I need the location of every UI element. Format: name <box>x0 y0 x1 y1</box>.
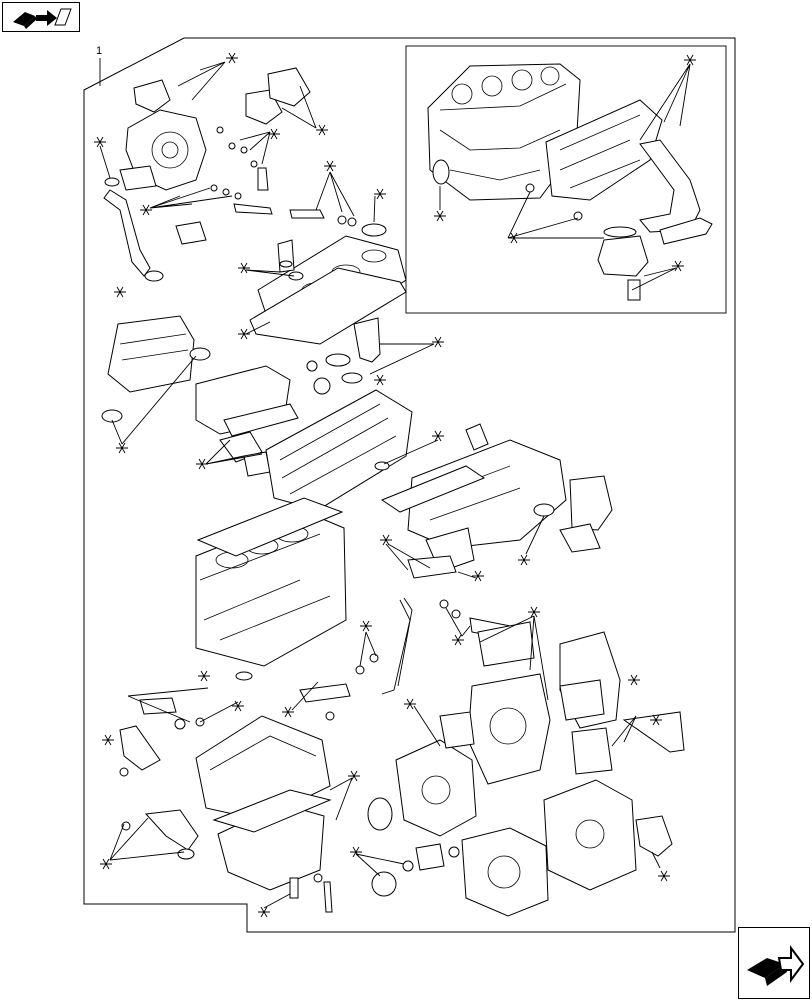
inset-water-pipe <box>639 139 701 233</box>
oil-pipe-long <box>381 599 411 695</box>
inset-engine-block <box>427 63 581 201</box>
oil-pan-gasket <box>212 789 332 833</box>
cylinder-head <box>265 389 413 511</box>
next-page-arrow-icon <box>747 945 805 986</box>
oil-return-pipe <box>103 189 151 277</box>
front-timing-cover <box>395 739 477 837</box>
top-navigation-button[interactable] <box>2 2 80 32</box>
crankshaft-seal <box>367 797 393 831</box>
callout-number: 1 <box>96 45 102 57</box>
diagram-frame <box>83 37 736 933</box>
gear-cover-right <box>543 779 637 891</box>
asterisk-markers <box>94 52 696 918</box>
exhaust-manifold-gasket <box>223 403 299 437</box>
turbocharger <box>119 79 207 191</box>
exhaust-gasket-b <box>267 67 311 107</box>
oil-strainer-pipe <box>144 809 199 851</box>
valve-cover-gasket <box>249 267 407 345</box>
thermostat <box>313 377 331 395</box>
water-pump <box>415 843 445 871</box>
fuel-injector <box>353 317 381 363</box>
head-gasket <box>196 497 344 557</box>
next-page-button[interactable] <box>738 927 810 999</box>
intake-manifold-gasket <box>380 465 486 513</box>
book-arrow-icon <box>13 8 72 29</box>
egr-valve <box>569 475 613 531</box>
turbo-flange-gasket <box>175 221 207 245</box>
water-pump-housing <box>461 827 549 917</box>
leader-lines <box>99 61 691 909</box>
inset-frame <box>405 45 727 314</box>
inset-cylinder-head <box>545 99 663 201</box>
inset-seal-ring <box>432 159 450 185</box>
gear-case-rear <box>467 673 551 785</box>
inset-thermostat-housing <box>597 235 649 277</box>
egr-cooler <box>101 315 211 423</box>
